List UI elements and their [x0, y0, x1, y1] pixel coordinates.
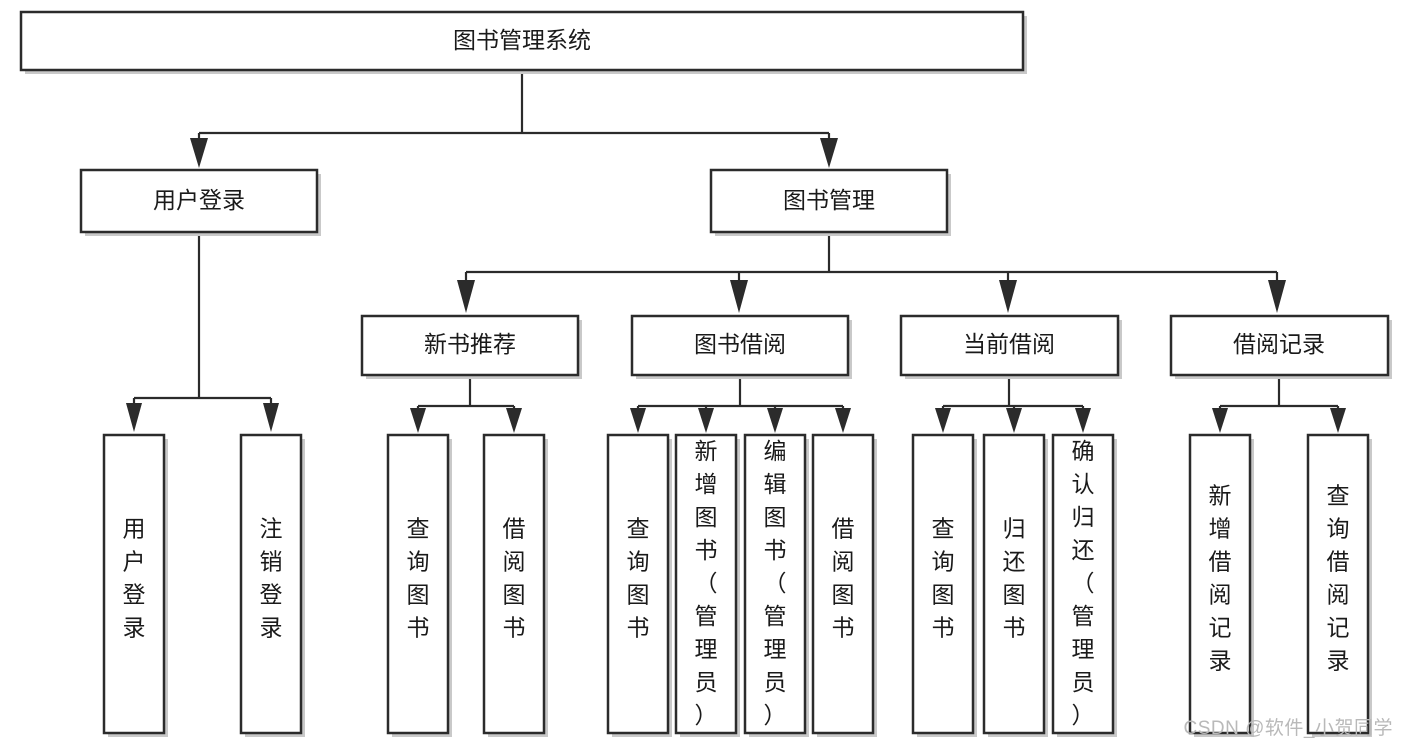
node-leaf-add-record-rect	[1188, 433, 1252, 735]
node-leaf-query-book-2[interactable]: 查询图书	[606, 433, 672, 737]
node-new-book-rec[interactable]: 新书推荐	[360, 314, 582, 379]
node-leaf-edit-book-rect	[743, 433, 807, 735]
node-leaf-borrow-book-1-label: 借阅图书	[503, 516, 526, 641]
node-leaf-borrow-book-2[interactable]: 借阅图书	[811, 433, 877, 737]
node-book-manage-label: 图书管理	[783, 187, 875, 213]
node-leaf-query-record[interactable]: 查询借阅记录	[1306, 433, 1372, 737]
node-leaf-add-record-label: 新增借阅记录	[1209, 483, 1232, 674]
node-leaf-confirm-return-rect	[1051, 433, 1115, 735]
node-user-login-rect	[79, 168, 319, 234]
node-new-book-rec-label: 新书推荐	[424, 331, 516, 357]
node-leaf-add-book-label: 新增图书（管理员）	[695, 438, 718, 728]
arrow-head-leaf-query-book-1	[410, 408, 426, 433]
arrow-head-book-manage	[820, 138, 838, 168]
arrow-head-leaf-return-book	[1006, 408, 1022, 433]
arrow-head-leaf-add-record	[1212, 408, 1228, 433]
arrow-head-book-borrow	[730, 280, 748, 313]
node-leaf-return-book[interactable]: 归还图书	[982, 433, 1048, 737]
node-leaf-query-book-2-label: 查询图书	[627, 516, 650, 641]
node-leaf-logout[interactable]: 注销登录	[239, 433, 305, 737]
node-leaf-borrow-book-1-rect	[482, 433, 546, 735]
node-leaf-borrow-book-2-label: 借阅图书	[832, 516, 855, 641]
arrow-head-leaf-add-book	[698, 408, 714, 433]
watermark-csdn: CSDN @软件_小贺同学	[1183, 718, 1393, 739]
node-leaf-query-record-rect	[1306, 433, 1370, 735]
node-borrow-record[interactable]: 借阅记录	[1169, 314, 1392, 379]
node-leaf-logout-rect	[239, 433, 303, 735]
node-leaf-confirm-return[interactable]: 确认归还（管理员）	[1051, 433, 1117, 737]
node-leaf-edit-book-label: 编辑图书（管理员）	[764, 438, 787, 728]
node-leaf-edit-book[interactable]: 编辑图书（管理员）	[743, 433, 809, 737]
node-root[interactable]: 图书管理系统	[19, 10, 1027, 74]
node-current-borrow-rect	[899, 314, 1120, 377]
node-book-manage[interactable]: 图书管理	[709, 168, 951, 236]
arrow-head-new-book-rec	[457, 280, 475, 313]
node-current-borrow-label: 当前借阅	[963, 331, 1055, 357]
node-leaf-return-book-rect	[982, 433, 1046, 735]
node-leaf-user-login-rect	[102, 433, 166, 735]
node-leaf-add-record[interactable]: 新增借阅记录	[1188, 433, 1254, 737]
node-leaf-query-record-label: 查询借阅记录	[1327, 483, 1350, 674]
node-borrow-record-rect	[1169, 314, 1390, 377]
node-leaf-query-book-1-rect	[386, 433, 450, 735]
node-leaf-query-book-3-label: 查询图书	[932, 516, 955, 641]
node-leaf-logout-label: 注销登录	[260, 516, 283, 641]
arrow-head-leaf-query-record	[1330, 408, 1346, 433]
node-leaf-user-login[interactable]: 用户登录	[102, 433, 168, 737]
arrow-head-leaf-borrow-book-1	[506, 408, 522, 433]
node-book-borrow[interactable]: 图书借阅	[630, 314, 852, 379]
arrow-head-leaf-confirm-return	[1075, 408, 1091, 433]
node-user-login[interactable]: 用户登录	[79, 168, 321, 236]
arrow-head-leaf-user-login	[126, 403, 142, 432]
arrow-head-borrow-record	[1268, 280, 1286, 313]
arrow-head-leaf-logout	[263, 403, 279, 432]
node-leaf-query-book-3-rect	[911, 433, 975, 735]
connector-layer	[126, 70, 1346, 433]
node-current-borrow[interactable]: 当前借阅	[899, 314, 1122, 379]
node-user-login-label: 用户登录	[153, 187, 245, 213]
arrow-head-user-login	[190, 138, 208, 168]
node-book-manage-rect	[709, 168, 949, 234]
node-leaf-query-book-1[interactable]: 查询图书	[386, 433, 452, 737]
node-book-borrow-rect	[630, 314, 850, 377]
node-leaf-borrow-book-1[interactable]: 借阅图书	[482, 433, 548, 737]
node-leaf-query-book-1-label: 查询图书	[407, 516, 430, 641]
node-root-rect	[19, 10, 1025, 72]
node-root-label: 图书管理系统	[453, 27, 591, 53]
node-borrow-record-label: 借阅记录	[1233, 331, 1325, 357]
node-leaf-return-book-label: 归还图书	[1003, 516, 1026, 641]
node-leaf-borrow-book-2-rect	[811, 433, 875, 735]
leaf-node-layer: 用户登录 注销登录 查询图书 借阅图书 查询图书 新增图书（管理员） 编辑图书（管理员） 借阅…	[102, 433, 1372, 737]
node-new-book-rec-rect	[360, 314, 580, 377]
node-leaf-add-book[interactable]: 新增图书（管理员）	[674, 433, 740, 737]
node-leaf-add-book-rect	[674, 433, 738, 735]
node-leaf-confirm-return-label: 确认归还（管理员）	[1072, 438, 1095, 728]
arrow-head-leaf-edit-book	[767, 408, 783, 433]
node-book-borrow-label: 图书借阅	[694, 331, 786, 357]
arrow-head-current-borrow	[999, 280, 1017, 313]
arrow-head-leaf-query-book-3	[935, 408, 951, 433]
arrow-head-leaf-query-book-2	[630, 408, 646, 433]
node-leaf-query-book-3[interactable]: 查询图书	[911, 433, 977, 737]
node-leaf-query-book-2-rect	[606, 433, 670, 735]
node-leaf-user-login-label: 用户登录	[123, 516, 146, 641]
arrow-head-leaf-borrow-book-2	[835, 408, 851, 433]
